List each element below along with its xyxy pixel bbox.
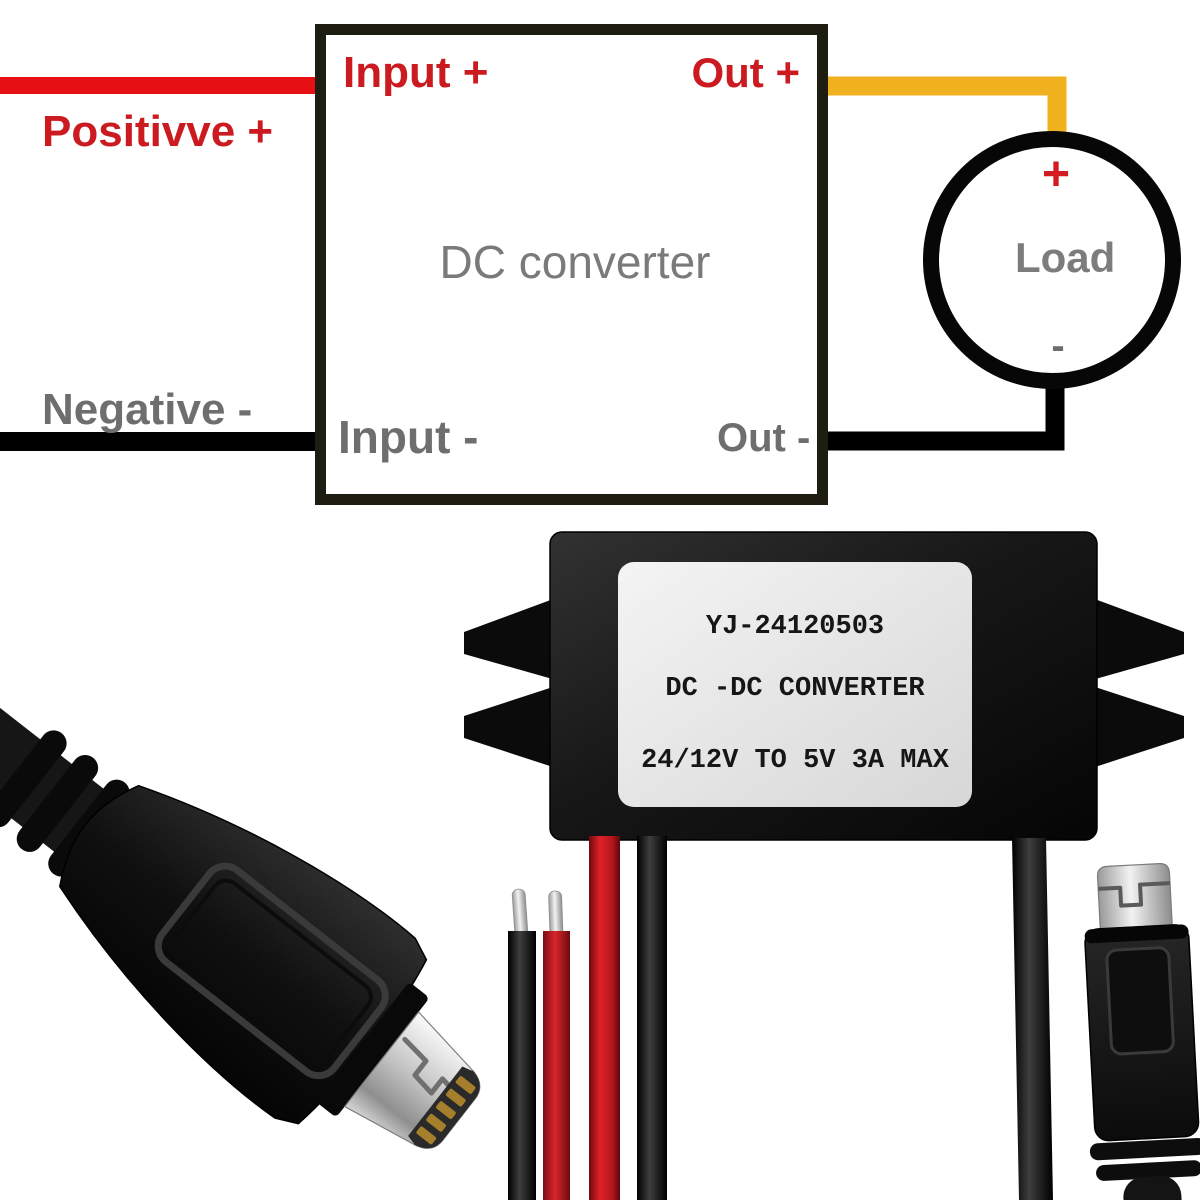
converter-box — [315, 24, 828, 505]
metal-connector-tip — [1096, 863, 1173, 930]
stripped-red-wire — [543, 890, 570, 1200]
dc-converter-module: YJ-24120503 DC -DC CONVERTER 24/12V TO 5… — [549, 531, 1098, 841]
load-minus-sign: - — [1051, 324, 1064, 368]
plug-body — [58, 784, 428, 1125]
connector-pins — [416, 1076, 476, 1145]
input-positive-label: Input + — [343, 48, 488, 97]
module-output-cable — [1012, 838, 1053, 1200]
product-photo: YJ-24120503 DC -DC CONVERTER 24/12V TO 5… — [0, 531, 1200, 1200]
wiring-diagram: Input + Out + Positivve + Negative - Inp… — [0, 24, 1181, 505]
load-label: Load — [1015, 234, 1115, 281]
source-negative-label: Negative - — [42, 385, 252, 434]
left-ear-lower — [464, 686, 556, 768]
right-ear-lower — [1092, 686, 1184, 768]
output-negative-wire — [828, 385, 1065, 451]
plug-shoulder — [1084, 924, 1189, 944]
plug-neck — [317, 983, 428, 1116]
input-negative-label: Input - — [338, 411, 479, 463]
strain-relief-ridge — [1089, 1137, 1200, 1161]
strain-relief-ridge — [0, 730, 67, 828]
connector-slot — [402, 1036, 463, 1101]
plug-embossed-panel — [154, 862, 389, 1080]
input-positive-wire — [0, 77, 315, 94]
micro-usb-plug-small — [1084, 863, 1200, 1200]
output-negative-label: Out - — [717, 416, 810, 460]
input-negative-wire — [0, 432, 315, 451]
stripped-black-wire-body — [508, 931, 536, 1200]
left-ear-upper — [464, 598, 556, 680]
mounting-ears — [464, 598, 1184, 768]
module-spec-text: 24/12V TO 5V 3A MAX — [641, 746, 950, 776]
plug-embossed-panel — [1105, 946, 1175, 1056]
module-model-text: YJ-24120503 — [706, 612, 884, 642]
module-red-wire — [589, 836, 620, 1200]
source-positive-label: Positivve + — [42, 107, 273, 156]
strain-relief-ridge — [16, 754, 99, 852]
module-black-wire — [637, 836, 667, 1200]
converter-box-label: DC converter — [440, 236, 711, 288]
output-positive-wire — [828, 76, 1067, 140]
stripped-black-wire — [508, 888, 536, 1200]
micro-usb-plug-large — [0, 635, 481, 1149]
usb-cable — [1123, 1175, 1183, 1200]
stripped-red-wire-body — [543, 931, 570, 1200]
module-name-text: DC -DC CONVERTER — [665, 674, 925, 704]
plug-embossed-panel-inner — [170, 878, 373, 1064]
output-positive-label: Out + — [691, 49, 800, 96]
load-plus-sign: + — [1042, 148, 1070, 201]
connector-slot — [1098, 881, 1171, 908]
module-label — [618, 562, 972, 807]
right-ear-upper — [1092, 598, 1184, 680]
strain-relief-ridge — [1096, 1160, 1200, 1181]
load-circle — [923, 131, 1181, 389]
